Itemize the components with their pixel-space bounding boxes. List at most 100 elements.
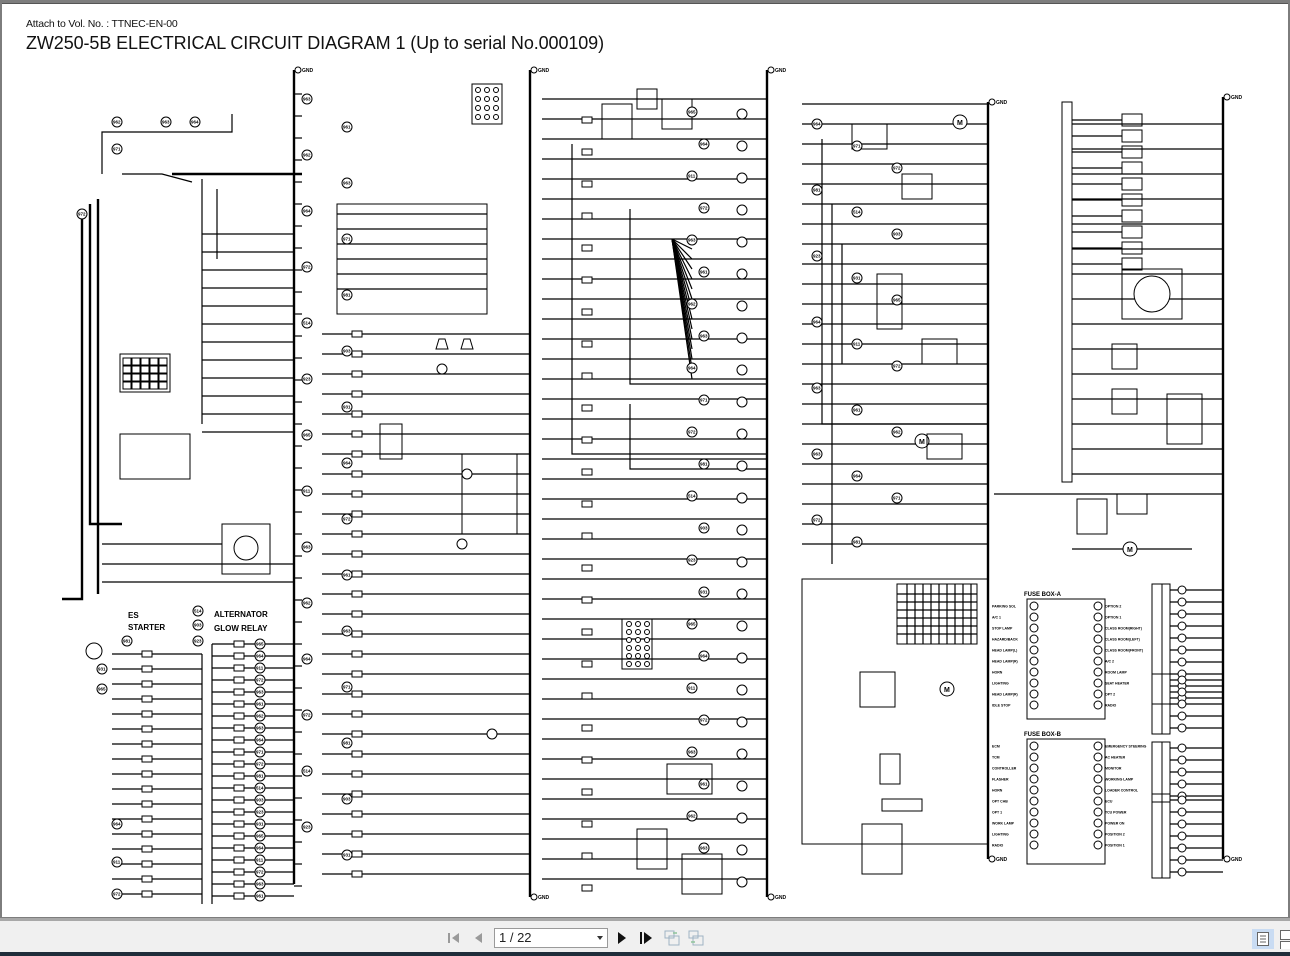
ground-icon — [530, 66, 538, 74]
circuit-diagram: ES STARTER ALTERNATOR GLOW RELAY FUSE BO… — [62, 66, 1243, 904]
motor-label: M — [944, 687, 950, 694]
fuse-slot — [1029, 785, 1039, 795]
wire-number-tag — [851, 536, 863, 548]
fuse-label: HORN — [992, 789, 1003, 793]
fuse-box — [379, 423, 403, 460]
previous-page-button[interactable] — [470, 929, 488, 947]
fuse-icon — [233, 724, 245, 732]
lamp-icon — [736, 332, 748, 344]
rotate-ccw-button[interactable] — [663, 929, 681, 947]
wire-number-tag — [254, 770, 266, 782]
wire-number: 964 — [343, 461, 351, 466]
fuse-icon — [233, 676, 245, 684]
wire-number-tag — [254, 674, 266, 686]
fuse-icon — [581, 692, 593, 700]
fuse-slot — [1093, 807, 1103, 817]
matrix-cell — [149, 373, 159, 382]
wire-number-tag — [301, 205, 313, 217]
switch-contact — [626, 621, 632, 627]
wire-number-tag — [341, 569, 353, 581]
fuse-slot — [1093, 689, 1103, 699]
wire-number-tag — [811, 250, 823, 262]
wire-number: 965 — [688, 110, 696, 115]
switch-contact — [626, 637, 632, 643]
fuse-slot — [1029, 796, 1039, 806]
wire-number: 923 — [303, 825, 311, 830]
wire-number: 911 — [113, 860, 121, 865]
fuse-icon — [581, 756, 593, 764]
wire-number: 911 — [256, 666, 264, 671]
wire-number: 514 — [256, 786, 264, 791]
joint-connector — [1151, 741, 1163, 803]
ground-label: GND — [996, 857, 1008, 863]
fuse-icon — [141, 740, 153, 748]
wire-number: 965 — [893, 298, 901, 303]
wire-number: 911 — [688, 174, 696, 179]
fuse-icon — [351, 330, 363, 338]
switch-contact — [484, 114, 490, 120]
wire-tag — [1177, 609, 1187, 619]
wire-number: 981 — [700, 462, 708, 467]
lamp-icon — [736, 812, 748, 824]
wire-number: 931 — [853, 276, 861, 281]
lamp-icon — [736, 652, 748, 664]
fuse-icon — [581, 468, 593, 476]
wire-number-tag — [254, 782, 266, 794]
wire-number: 964 — [688, 366, 696, 371]
page-number-select[interactable]: 1 / 22 — [494, 928, 608, 948]
wire-number-tag — [686, 746, 698, 758]
switch-contact — [635, 653, 641, 659]
last-page-button[interactable] — [637, 929, 655, 947]
lamp-icon — [736, 524, 748, 536]
fuse-icon — [141, 785, 153, 793]
document-viewer: Attach to Vol. No. : TTNEC-EN-00 ZW250-5… — [0, 0, 1290, 918]
wire — [629, 404, 767, 470]
switch-contact — [644, 661, 650, 667]
fuse-slot — [1093, 785, 1103, 795]
fuse-slot — [1093, 656, 1103, 666]
wire-tag — [1177, 819, 1187, 829]
wire-number-tag — [698, 138, 710, 150]
wire-number-tag — [254, 818, 266, 830]
switch-contact — [644, 645, 650, 651]
fuse-label: POSITION 2 — [1105, 833, 1125, 837]
wire-number-tag — [811, 316, 823, 328]
alternator-rotor — [233, 535, 259, 561]
connector — [1121, 257, 1143, 271]
fuse-icon — [581, 148, 593, 156]
wire-number: 972 — [256, 762, 264, 767]
fuse-label: CLASS ROOM(FRONT) — [1105, 649, 1143, 653]
single-page-view-button[interactable] — [1252, 929, 1274, 949]
connector — [1121, 209, 1143, 223]
wire-number-tag — [301, 261, 313, 273]
first-page-button[interactable] — [445, 929, 463, 947]
lamp-icon — [736, 620, 748, 632]
fuse-icon — [141, 860, 153, 868]
fuse-icon — [581, 564, 593, 572]
lamp-icon — [736, 204, 748, 216]
wire-number-tag — [891, 228, 903, 240]
wire-number: 911 — [688, 686, 696, 691]
fuse-icon — [581, 116, 593, 124]
rotate-cw-button[interactable] — [687, 929, 705, 947]
continuous-view-button[interactable] — [1280, 929, 1290, 949]
lamp-icon — [736, 300, 748, 312]
next-page-button[interactable] — [613, 929, 631, 947]
wire-number-tag — [254, 638, 266, 650]
joint-connector — [1161, 583, 1171, 705]
wire-number-tag — [254, 650, 266, 662]
switch-contact — [484, 87, 490, 93]
lamp-icon — [486, 728, 498, 740]
fuse-icon — [233, 772, 245, 780]
wire-number-tag — [341, 625, 353, 637]
wire-number-tag — [254, 842, 266, 854]
wire-number-tag — [341, 401, 353, 413]
fuse-icon — [233, 844, 245, 852]
fuse-icon — [351, 350, 363, 358]
wire-number-tag — [254, 722, 266, 734]
wire-number-tag — [811, 184, 823, 196]
relay — [859, 671, 896, 708]
wire-number: 903 — [700, 526, 708, 531]
wire-number: 972 — [700, 718, 708, 723]
wire — [671, 238, 693, 250]
